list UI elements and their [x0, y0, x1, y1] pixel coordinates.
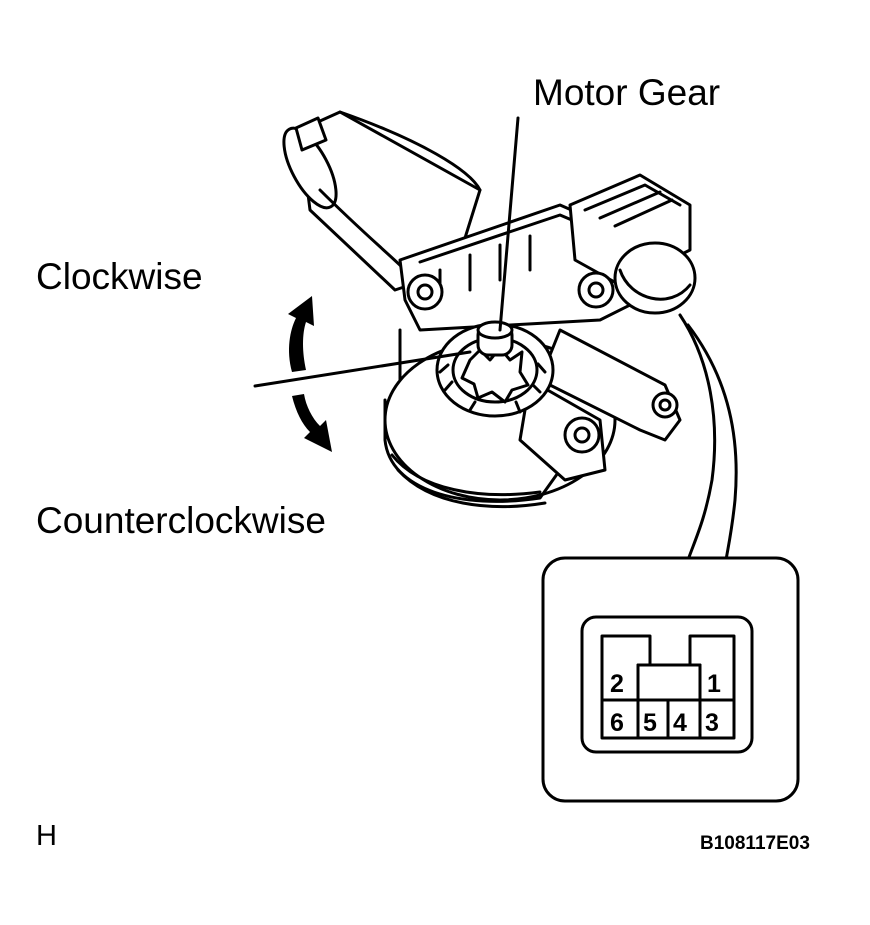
mounting-bolts — [406, 271, 615, 454]
connector-pins: 2 1 6 5 4 3 — [610, 670, 721, 737]
counterclockwise-label: Counterclockwise — [36, 500, 326, 541]
motor-gear-leader — [498, 116, 520, 332]
connector-housing — [568, 173, 697, 315]
clockwise-arrow — [288, 296, 314, 372]
counterclockwise-arrow — [292, 394, 332, 452]
pin-4: 4 — [673, 709, 687, 737]
pin-2: 2 — [610, 670, 624, 698]
motor-housing — [282, 110, 482, 292]
harness-wire — [678, 313, 717, 562]
pin-6: 6 — [610, 709, 624, 737]
pin-5: 5 — [643, 709, 657, 737]
harness-wire-2 — [686, 323, 738, 562]
pin-3: 3 — [705, 709, 719, 737]
motor-gear — [435, 320, 555, 418]
gear-pointer-line — [253, 350, 472, 388]
view-letter: H — [36, 820, 57, 852]
figure-code: B108117E03 — [700, 833, 810, 854]
pin-1: 1 — [707, 670, 721, 698]
mounting-arm — [538, 328, 682, 442]
motor-gear-label: Motor Gear — [533, 72, 721, 113]
lower-arm — [518, 378, 607, 482]
clockwise-label: Clockwise — [36, 256, 203, 297]
